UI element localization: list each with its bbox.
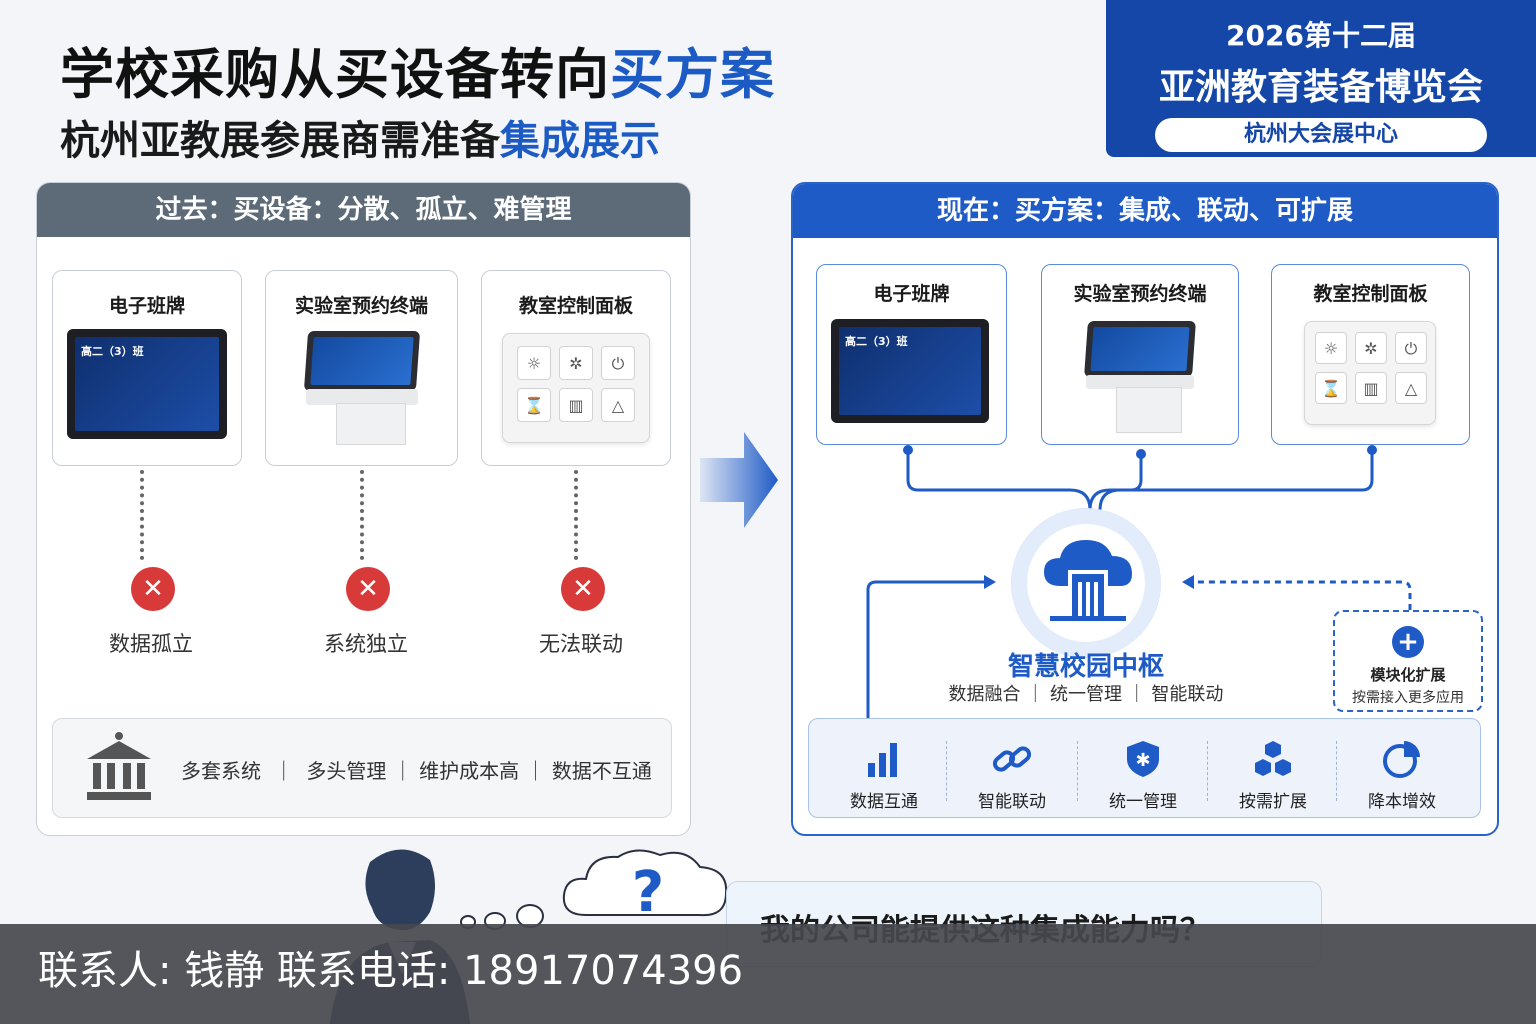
divider [1207,741,1208,801]
past-device-card: 实验室预约终端 [265,270,458,466]
past-summary-box: 多套系统 ｜ 多头管理 ｜ 维护成本高 ｜ 数据不互通 [52,718,672,818]
expo-edition: 2026第十二届 [1226,19,1416,52]
class-board-device: 高二（3）班 [67,329,227,439]
divider [1077,741,1078,801]
kiosk-base-top [1086,375,1194,389]
kiosk-base-top [306,389,418,405]
feature-strip: 数据互通 智能联动 ✱ 统一管理 按需扩展 降本增效 [808,718,1481,818]
expo-badge: 2026第十二届 亚洲教育装备博览会 杭州大会展中心 [1106,0,1536,157]
light-icon: ☼ [1315,332,1347,364]
device-title: 教室控制面板 [518,295,633,317]
present-panel-heading: 现在：买方案：集成、联动、可扩展 [793,184,1497,238]
hub-connectors [866,445,1412,720]
past-device-card: 电子班牌 高二（3）班 [52,270,242,466]
kiosk-screen [1084,321,1196,377]
hub-title: 智慧校园中枢 [1007,652,1164,682]
svg-text:?: ? [632,860,664,925]
modular-title: 模块化扩展 [1370,666,1446,684]
past-device-card: 教室控制面板 ☼ ✲ ⏻ ⌛ ▥ △ [481,270,671,466]
curtain-icon: ▥ [1355,372,1387,404]
feature-item: 降本增效 [1337,719,1467,812]
scene-icon: ✲ [1355,332,1387,364]
feature-item: 数据互通 [819,719,949,812]
device-title: 实验室预约终端 [294,295,428,317]
device-title: 教室控制面板 [1313,283,1428,305]
cubes-icon [1208,739,1338,779]
hub-subtitle: 数据融合 ｜ 统一管理 ｜ 智能联动 [948,684,1224,705]
building-icon [87,732,151,800]
feature-label: 降本增效 [1368,792,1436,812]
present-device-card: 电子班牌 高二（3）班 [816,264,1007,445]
svg-text:✱: ✱ [1135,750,1150,771]
divider [1336,741,1337,801]
feature-label: 数据互通 [850,792,918,812]
present-device-card: 教室控制面板 ☼ ✲ ⏻ ⌛ ▥ △ [1271,264,1470,445]
contact-bar [0,924,1536,1024]
broken-link [574,470,578,560]
main-title: 学校采购从买设备转向买方案 [60,43,775,106]
modular-subtitle: 按需接入更多应用 [1352,690,1464,706]
contact-info: 联系人: 钱静 联系电话: 18917074396 [38,948,744,994]
expo-venue: 杭州大会展中心 [1155,118,1487,152]
feature-label: 统一管理 [1109,792,1177,812]
sub-title: 杭州亚教展参展商需准备集成展示 [60,118,660,164]
past-panel-heading: 过去：买设备：分散、孤立、难管理 [37,183,690,237]
error-icon: ✕ [561,567,605,611]
modular-expansion-box: + 模块化扩展 按需接入更多应用 [1333,610,1483,712]
feature-item: 按需扩展 [1208,719,1338,812]
broken-link [360,470,364,560]
plus-icon: + [1392,626,1424,658]
control-panel-device: ☼ ✲ ⏻ ⌛ ▥ △ [1304,321,1436,425]
projector-icon: ⌛ [1315,372,1347,404]
power-icon: ⏻ [1395,332,1427,364]
problem-label: 系统独立 [324,632,408,656]
kiosk-stand [1116,387,1182,433]
main-title-highlight: 买方案 [610,43,775,106]
device-title: 电子班牌 [873,283,950,305]
shield-icon: ✱ [1078,739,1208,779]
class-name: 高二（3）班 [81,345,144,358]
bell-icon: △ [1395,372,1427,404]
class-board-device: 高二（3）班 [831,319,989,423]
thought-cloud: ? [562,849,728,925]
light-icon: ☼ [517,346,551,380]
scene-icon: ✲ [559,346,593,380]
error-icon: ✕ [131,567,175,611]
sub-title-highlight: 集成展示 [500,118,660,164]
problem-label: 无法联动 [539,632,623,656]
broken-link [140,470,144,560]
past-summary-text: 多套系统 ｜ 多头管理 ｜ 维护成本高 ｜ 数据不互通 [181,759,652,783]
power-icon: ⏻ [601,346,635,380]
projector-icon: ⌛ [517,388,551,422]
transition-arrow-icon [700,432,778,528]
expo-name: 亚洲教育装备博览会 [1158,67,1483,108]
present-device-card: 实验室预约终端 [1041,264,1239,445]
device-title: 实验室预约终端 [1073,283,1207,305]
bell-icon: △ [601,388,635,422]
link-icon [947,739,1077,779]
feature-label: 智能联动 [978,792,1046,812]
pie-chart-icon [1337,739,1467,779]
kiosk-screen [303,331,421,391]
problem-label: 数据孤立 [109,632,193,656]
feature-label: 按需扩展 [1239,792,1307,812]
curtain-icon: ▥ [559,388,593,422]
device-title: 电子班牌 [108,295,185,317]
feature-item: ✱ 统一管理 [1078,719,1208,812]
divider [946,741,947,801]
kiosk-stand [336,403,406,445]
feature-item: 智能联动 [947,719,1077,812]
class-name: 高二（3）班 [845,335,908,348]
bar-chart-icon [819,739,949,779]
error-icon: ✕ [346,567,390,611]
cloud-building-icon [1044,540,1132,621]
control-panel-device: ☼ ✲ ⏻ ⌛ ▥ △ [502,333,650,443]
